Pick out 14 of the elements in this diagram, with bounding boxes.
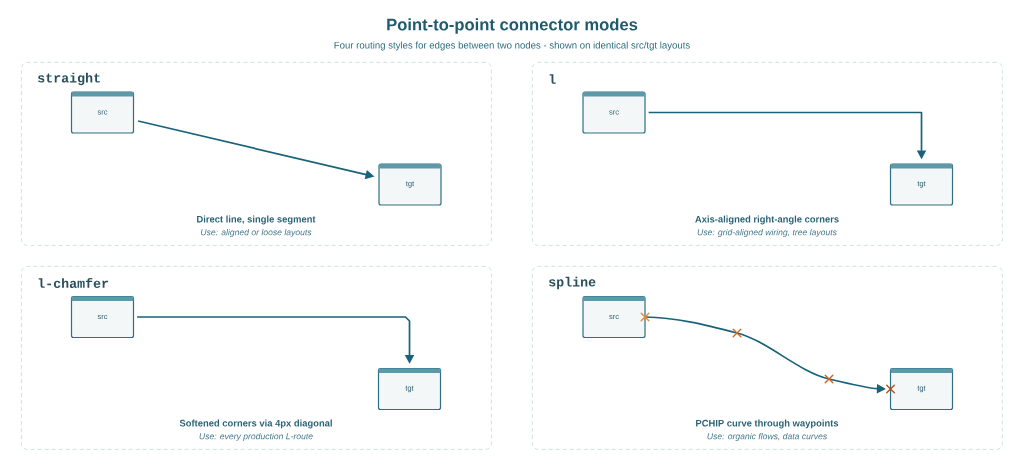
subtitle: Four routing styles for edges between two nodes - shown on identical src/tgt layouts bbox=[334, 41, 690, 51]
panel-caption: Axis-aligned right-angle corners bbox=[695, 215, 839, 225]
panel-heading: spline bbox=[549, 276, 596, 290]
usage-note: Use: grid-aligned wiring, tree layouts bbox=[697, 229, 837, 237]
usage-note: Use: organic flows, data curves bbox=[707, 433, 827, 441]
panel-caption: PCHIP curve through waypoints bbox=[696, 419, 839, 429]
usage-note: Use: aligned or loose layouts bbox=[201, 229, 312, 237]
panel-heading: straight bbox=[38, 72, 100, 86]
panel-heading: l bbox=[549, 74, 556, 84]
usage-note: Use: every production L-route bbox=[199, 433, 313, 441]
panel-caption: Direct line, single segment bbox=[197, 215, 316, 225]
panel-heading: l-chamfer bbox=[38, 278, 109, 288]
panel-caption: Softened corners via 4px diagonal bbox=[179, 419, 332, 429]
title: Point-to-point connector modes bbox=[387, 18, 638, 34]
